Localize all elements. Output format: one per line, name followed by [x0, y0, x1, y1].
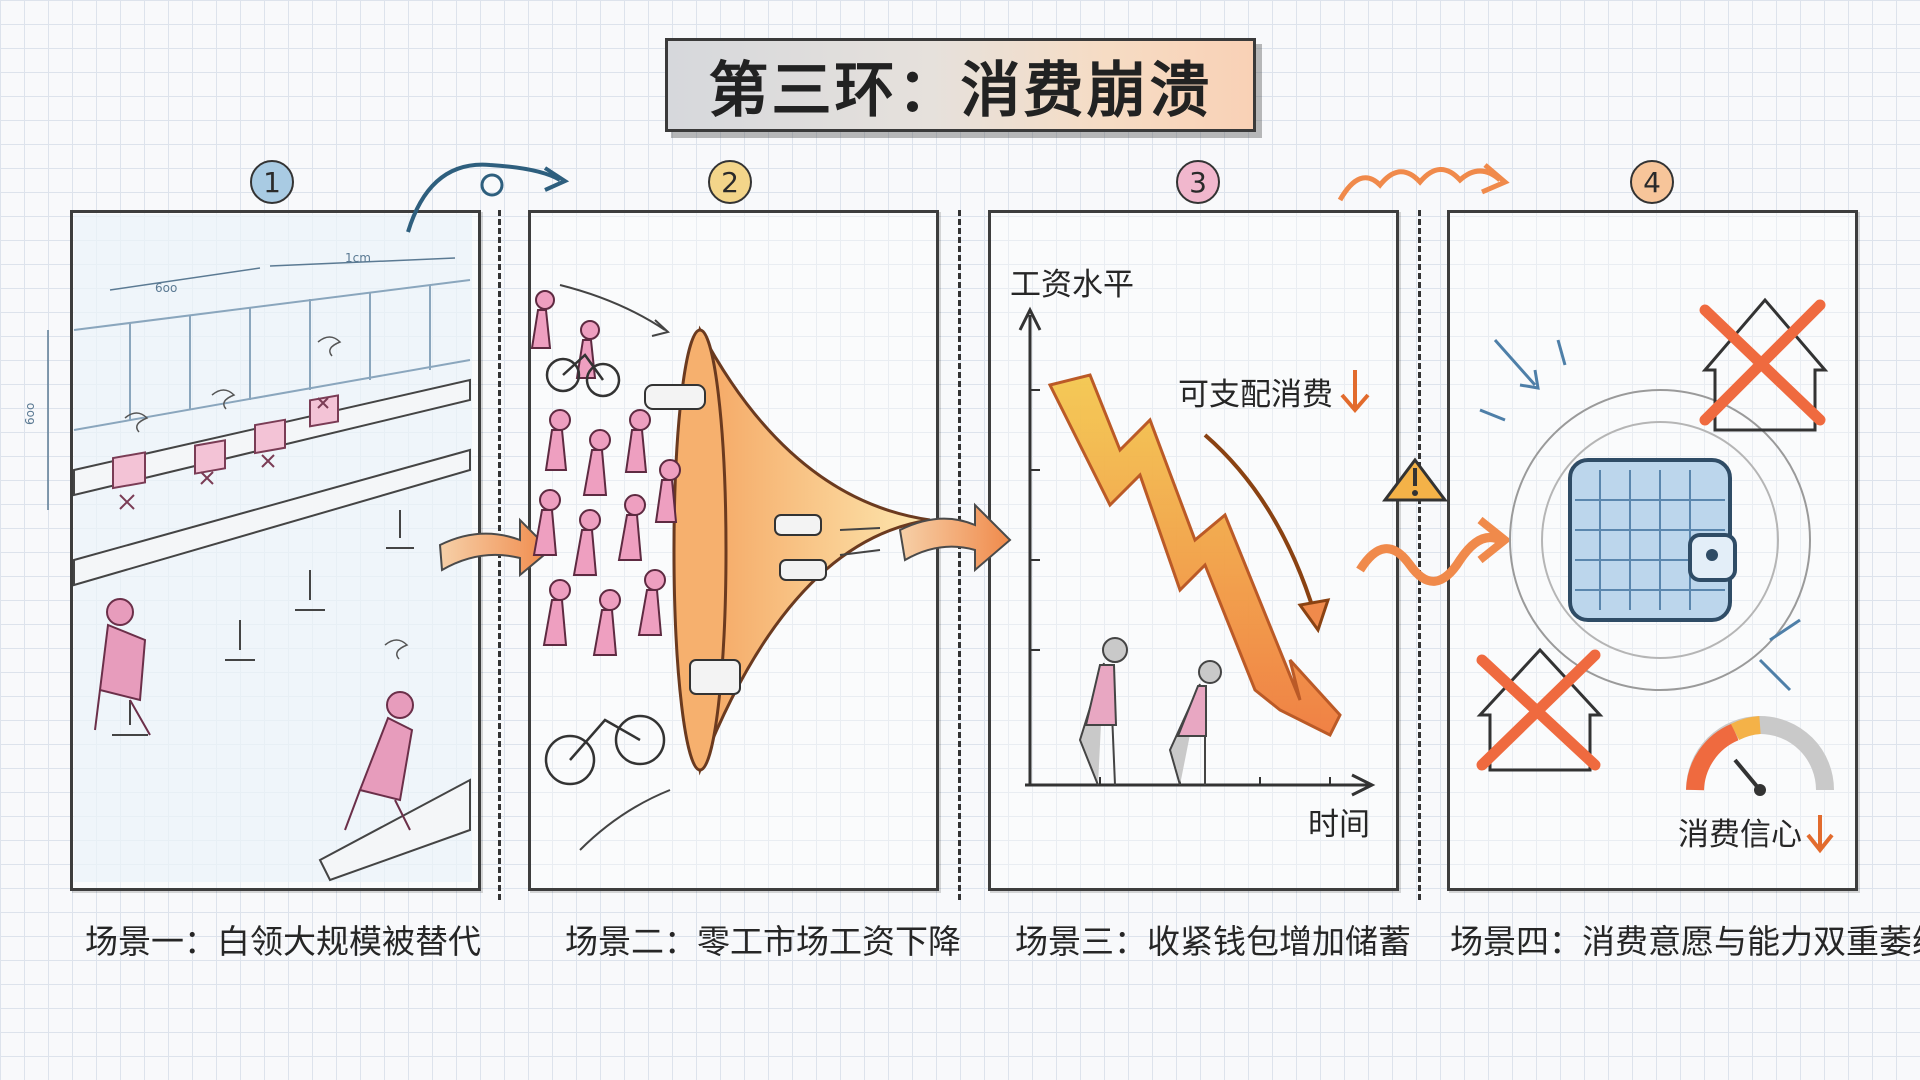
curl-arrowhead-1-2 — [543, 166, 570, 192]
y-axis-label: 工资水平 — [1010, 267, 1134, 303]
office-scene — [47, 214, 472, 882]
pressure-arrows — [1479, 339, 1801, 692]
divider-3 — [1418, 210, 1421, 900]
office-chairs — [112, 510, 414, 736]
crowd-funnel-scene — [530, 284, 931, 851]
dim-label-left: 6oo — [155, 281, 177, 295]
curl-loop — [480, 173, 504, 197]
curl-arrow-1-2 — [406, 162, 562, 233]
pressure-ring-inner — [1541, 421, 1779, 659]
page-title: 第三环：消费崩溃 — [708, 55, 1213, 126]
caption-step-2: 场景二：零工市场工资下降 — [565, 922, 961, 961]
dim-label-side: 6oo — [23, 403, 37, 425]
pressure-ring-outer — [1509, 389, 1811, 691]
step-number-2: 2 — [708, 160, 752, 204]
dimension-lines — [47, 257, 456, 510]
bicycles — [544, 353, 666, 786]
y-axis-arrowhead — [1018, 306, 1042, 331]
motion-arrows — [559, 284, 881, 851]
confidence-gauge-icon — [1686, 716, 1834, 796]
worried-people — [1078, 637, 1222, 786]
wallet-scene — [1476, 297, 1834, 796]
wave-arrow-3-4 — [1337, 167, 1502, 202]
caption-step-1: 场景一：白领大规模被替代 — [85, 922, 481, 961]
consumption-arrow — [1203, 433, 1317, 616]
small-cars — [644, 384, 827, 695]
divider-2 — [958, 210, 961, 900]
crossed-house-bottom-icon — [1476, 647, 1604, 772]
step-number-4-text: 4 — [1643, 165, 1661, 199]
crowd-people — [530, 290, 681, 656]
stress-scribbles — [124, 336, 409, 660]
gauge-label: 消费信心 — [1678, 817, 1802, 853]
title-banner: 第三环：消费崩溃 — [665, 38, 1256, 132]
wave-arrowhead-3-4 — [1481, 163, 1510, 195]
wallet-icon — [1568, 458, 1737, 622]
crossed-house-top-icon — [1699, 297, 1829, 432]
window-wall — [73, 279, 471, 431]
step-number-2-text: 2 — [721, 165, 739, 199]
dim-label-top: 1cm — [345, 251, 371, 265]
flow-arrow-2-3 — [898, 502, 1012, 573]
wage-chart — [1018, 306, 1376, 797]
step-number-1-text: 1 — [263, 165, 281, 199]
flow-arrow-1-2 — [438, 517, 552, 578]
step-number-1: 1 — [250, 160, 294, 204]
down-arrow-icon — [1340, 370, 1370, 414]
monitor-x-icons — [112, 394, 339, 510]
step-number-3: 3 — [1176, 160, 1220, 204]
squiggle-arrow-3-4 — [1356, 533, 1503, 586]
down-arrow-icon — [1806, 815, 1834, 854]
stressed-worker-2 — [344, 691, 414, 831]
warning-icon — [1382, 457, 1448, 502]
caption-step-3: 场景三：收紧钱包增加储蓄 — [1015, 922, 1411, 961]
x-axis-label: 时间 — [1308, 807, 1370, 843]
squiggle-arrowhead — [1477, 516, 1512, 564]
caption-step-4: 场景四：消费意愿与能力双重萎缩 — [1450, 922, 1920, 961]
consumption-arrowhead — [1297, 598, 1331, 634]
x-axis-arrowhead — [1351, 773, 1376, 797]
wage-decline-bolt — [1047, 373, 1342, 738]
step-number-3-text: 3 — [1189, 165, 1207, 199]
step-number-4: 4 — [1630, 160, 1674, 204]
stressed-worker-1 — [94, 598, 151, 736]
consumption-annotation: 可支配消费 — [1178, 377, 1333, 413]
